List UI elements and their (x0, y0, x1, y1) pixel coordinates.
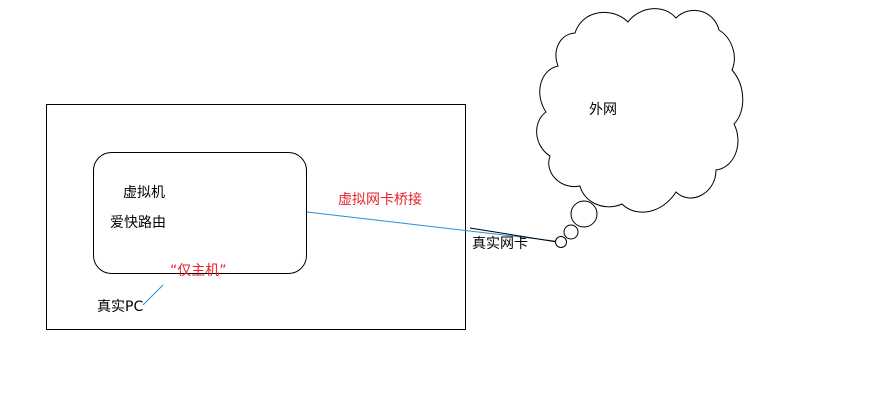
real-pc-box (46, 104, 466, 330)
cloud-tail-bubble-small (555, 236, 567, 248)
host-only-label: “仅主机” (170, 263, 227, 279)
cloud-tail-bubble-large (570, 200, 598, 228)
real-pc-label: 真实PC (97, 299, 143, 315)
bridge-link-line (306, 211, 556, 242)
nic-to-internet-line (469, 227, 558, 243)
virtual-machine-box (93, 152, 307, 274)
internet-cloud (536, 8, 744, 213)
virtual-machine-label: 虚拟机 (123, 185, 165, 201)
router-label: 爱快路由 (110, 215, 166, 231)
host-only-pointer-line (142, 284, 164, 306)
bridge-label: 虚拟网卡桥接 (338, 191, 422, 208)
real-nic-label: 真实网卡 (472, 236, 528, 252)
internet-label: 外网 (589, 102, 617, 118)
cloud-tail-bubble-medium (563, 224, 579, 240)
